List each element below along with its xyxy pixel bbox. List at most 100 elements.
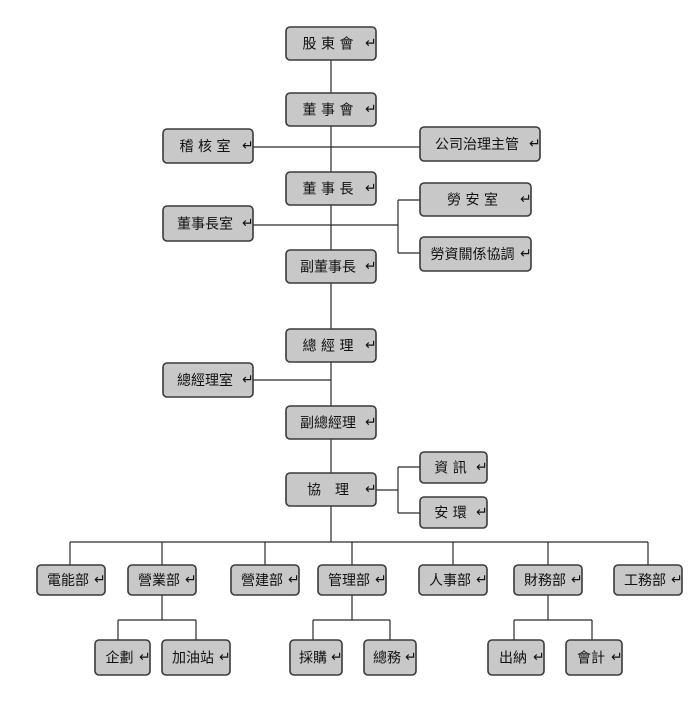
paragraph-mark: ↵ xyxy=(139,650,151,666)
node-box xyxy=(487,639,545,676)
node-shareholders: 股 東 會 ↵ xyxy=(285,26,377,61)
paragraph-mark: ↵ xyxy=(94,572,106,588)
node-assoc-manager: 協 理 ↵ xyxy=(285,472,377,507)
node-env-safety: 安 環↵ xyxy=(419,496,488,529)
node-label: 人事部 xyxy=(429,573,471,589)
paragraph-mark: ↵ xyxy=(365,338,377,354)
paragraph-mark: ↵ xyxy=(365,482,377,498)
paragraph-mark: ↵ xyxy=(242,216,254,232)
paragraph-mark: ↵ xyxy=(571,572,583,588)
node-label: 勞 安 室 xyxy=(447,192,498,209)
node-cashier: 出納 ↵ xyxy=(487,639,545,676)
node-sales: 營業部↵ xyxy=(127,564,197,596)
connector-lines xyxy=(69,60,649,640)
paragraph-mark: ↵ xyxy=(476,572,488,588)
node-box xyxy=(230,564,300,596)
paragraph-mark: ↵ xyxy=(520,192,532,208)
node-planning: 企劃 ↵ xyxy=(94,639,151,676)
node-chairman: 董 事 長 ↵ xyxy=(285,171,377,206)
paragraph-mark: ↵ xyxy=(520,246,532,262)
paragraph-mark: ↵ xyxy=(365,36,377,52)
node-box xyxy=(161,639,231,676)
node-general-affairs: 總務↵ xyxy=(363,639,417,676)
paragraph-mark: ↵ xyxy=(365,181,377,197)
node-label: 董 事 會 xyxy=(303,103,354,119)
node-label: 董 事 長 xyxy=(303,182,354,198)
node-label: 資 訊 xyxy=(434,461,466,477)
node-box xyxy=(162,128,254,164)
node-engineering: 工務部↵ xyxy=(613,564,683,596)
node-label: 副總經理 xyxy=(300,415,356,432)
node-info: 資 訊 ↵ xyxy=(419,451,488,484)
node-label: 電能部 xyxy=(47,573,89,589)
paragraph-mark: ↵ xyxy=(365,102,377,118)
node-box xyxy=(418,564,488,596)
paragraph-mark: ↵ xyxy=(529,136,541,152)
node-label: 出納 xyxy=(499,651,527,667)
node-label: 公司治理主管 xyxy=(435,137,519,153)
paragraph-mark: ↵ xyxy=(476,460,488,476)
node-box xyxy=(513,564,583,596)
node-box xyxy=(419,126,541,162)
node-box xyxy=(317,564,387,596)
node-box xyxy=(565,639,623,676)
paragraph-mark: ↵ xyxy=(242,138,254,154)
paragraph-mark: ↵ xyxy=(405,650,417,666)
node-label: 會計 xyxy=(577,651,605,667)
node-management: 管理部 ↵ xyxy=(317,564,387,596)
node-labor-safety: 勞 安 室 ↵ xyxy=(419,182,532,217)
node-box xyxy=(285,405,377,440)
node-box xyxy=(419,236,532,272)
node-chairman-office: 董事長室 ↵ xyxy=(162,205,254,242)
node-label: 董事長室 xyxy=(177,216,233,233)
node-gm-office: 總經理室 ↵ xyxy=(162,362,254,398)
paragraph-mark: ↵ xyxy=(288,572,300,588)
node-label: 總務 xyxy=(373,650,401,667)
node-hr: 人事部 ↵ xyxy=(418,564,488,596)
node-box xyxy=(94,639,151,676)
node-label: 管理部 xyxy=(328,573,370,589)
node-accounting: 會計 ↵ xyxy=(565,639,623,676)
node-box xyxy=(419,451,488,484)
node-vice-chairman: 副董事長 ↵ xyxy=(285,249,377,284)
node-box xyxy=(613,564,683,596)
node-box xyxy=(419,496,488,529)
node-box xyxy=(285,328,377,363)
node-box xyxy=(285,171,377,206)
node-label: 營業部 xyxy=(138,573,180,589)
node-box xyxy=(285,92,377,127)
node-procurement: 採購↵ xyxy=(289,639,343,676)
node-box xyxy=(419,182,532,217)
node-construction: 營建部 ↵ xyxy=(230,564,300,596)
node-power: 電能部 ↵ xyxy=(36,564,106,596)
node-box xyxy=(127,564,197,596)
node-label: 採購 xyxy=(299,651,327,667)
node-box xyxy=(285,249,377,284)
node-gas-station: 加油站↵ xyxy=(161,639,231,676)
node-box xyxy=(162,362,254,398)
node-box xyxy=(289,639,343,676)
node-label: 副董事長 xyxy=(300,260,356,276)
paragraph-mark: ↵ xyxy=(611,650,623,666)
paragraph-mark: ↵ xyxy=(533,650,545,666)
node-labor-relations: 勞資關係協調 ↵ xyxy=(419,236,532,272)
node-label: 協 理 xyxy=(307,483,349,499)
node-label: 勞資關係協調 xyxy=(431,247,515,263)
node-box xyxy=(162,205,254,242)
node-label: 企劃 xyxy=(106,650,134,667)
paragraph-mark: ↵ xyxy=(671,572,683,588)
node-label: 總經理室 xyxy=(177,372,233,389)
paragraph-mark: ↵ xyxy=(219,650,231,666)
node-governance: 公司治理主管 ↵ xyxy=(419,126,541,162)
node-board: 董 事 會 ↵ xyxy=(285,92,377,127)
node-label: 總 經 理 xyxy=(303,338,354,355)
paragraph-mark: ↵ xyxy=(375,572,387,588)
paragraph-mark: ↵ xyxy=(242,372,254,388)
node-label: 營建部 xyxy=(241,573,283,589)
node-label: 股 東 會 xyxy=(303,37,354,53)
node-deputy-gm: 副總經理↵ xyxy=(285,405,377,440)
node-audit: 稽 核 室 ↵ xyxy=(162,128,254,164)
node-label: 財務部 xyxy=(524,573,566,589)
node-label: 稽 核 室 xyxy=(180,138,231,155)
paragraph-mark: ↵ xyxy=(365,259,377,275)
